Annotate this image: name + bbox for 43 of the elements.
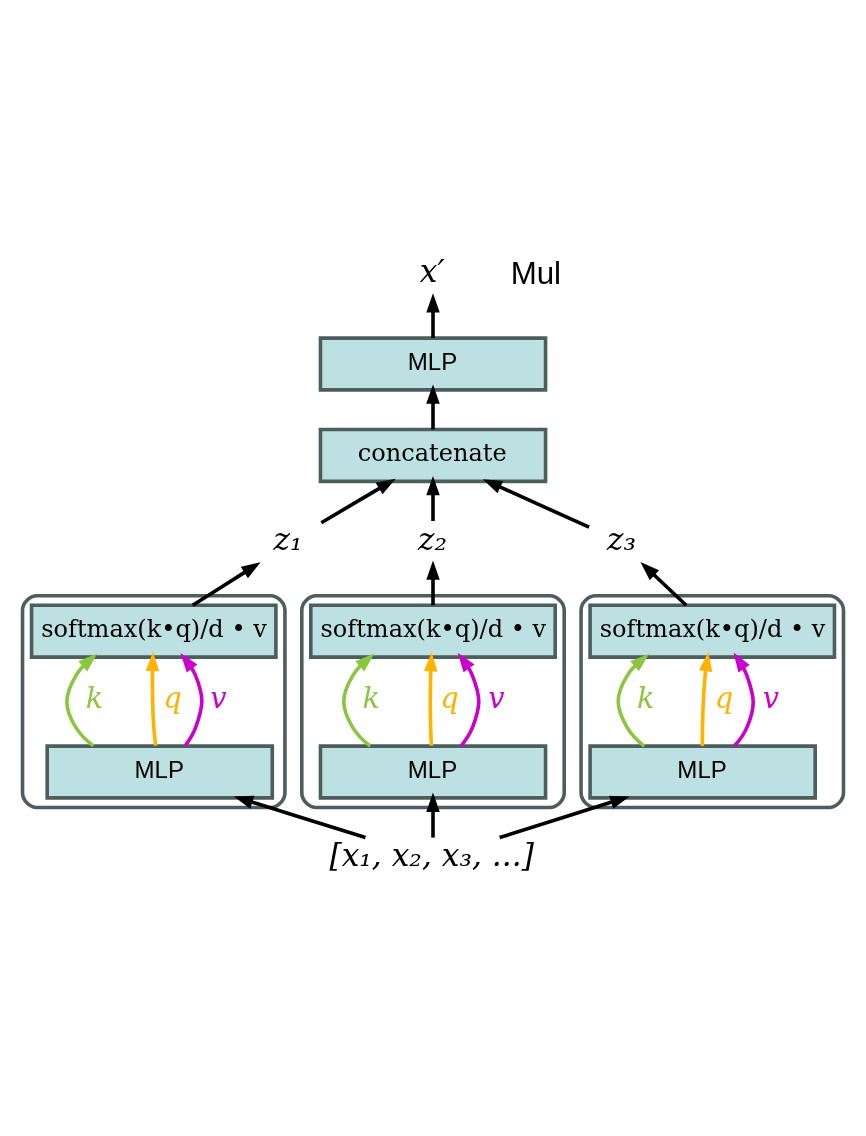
- node-box: MLP: [588, 744, 817, 800]
- node-text: z₁: [273, 520, 303, 557]
- arrow: [640, 561, 688, 607]
- edge-label: v: [210, 680, 227, 715]
- node-box: softmax(k•q)/d • v: [588, 603, 837, 659]
- edge-label: v: [488, 680, 505, 715]
- edge-label: v: [762, 680, 780, 715]
- edge-label: k: [85, 680, 104, 715]
- node-text: x′: [419, 253, 445, 290]
- arrow: [320, 478, 396, 525]
- node-box: MLP: [45, 744, 275, 800]
- node-box: MLP: [318, 744, 548, 800]
- edge-label: k: [637, 680, 655, 715]
- arrow: [426, 792, 440, 838]
- arrow: [499, 795, 630, 840]
- label: Mul: [510, 255, 562, 291]
- arrow: [482, 479, 590, 529]
- arrow: [426, 384, 440, 430]
- node-box: softmax(k•q)/d • v: [29, 603, 278, 659]
- node-box: concatenate: [318, 427, 548, 484]
- arrow: [426, 476, 440, 521]
- arrow: [616, 653, 650, 748]
- arrow: [191, 562, 261, 607]
- arrow: [424, 652, 438, 746]
- arrow: [145, 651, 160, 747]
- edge-label: q: [440, 680, 459, 715]
- arrow: [426, 293, 440, 339]
- arrow: [698, 652, 713, 746]
- edge-label: k: [362, 680, 381, 715]
- edge-label: q: [714, 680, 734, 715]
- node-text: z₃: [606, 520, 636, 557]
- arrow: [426, 560, 440, 606]
- arrow: [457, 652, 481, 748]
- arrow: [341, 653, 375, 748]
- arrow: [180, 653, 204, 747]
- node-text: z₂: [417, 520, 447, 557]
- node-box: MLP: [318, 336, 548, 392]
- arrow: [233, 795, 366, 840]
- edge-label: q: [163, 680, 182, 715]
- node-box: softmax(k•q)/d • v: [309, 603, 557, 659]
- arrow: [733, 652, 755, 748]
- arrow: [65, 653, 98, 748]
- node-text: [x₁, x₂, x₃, ...]: [329, 837, 534, 874]
